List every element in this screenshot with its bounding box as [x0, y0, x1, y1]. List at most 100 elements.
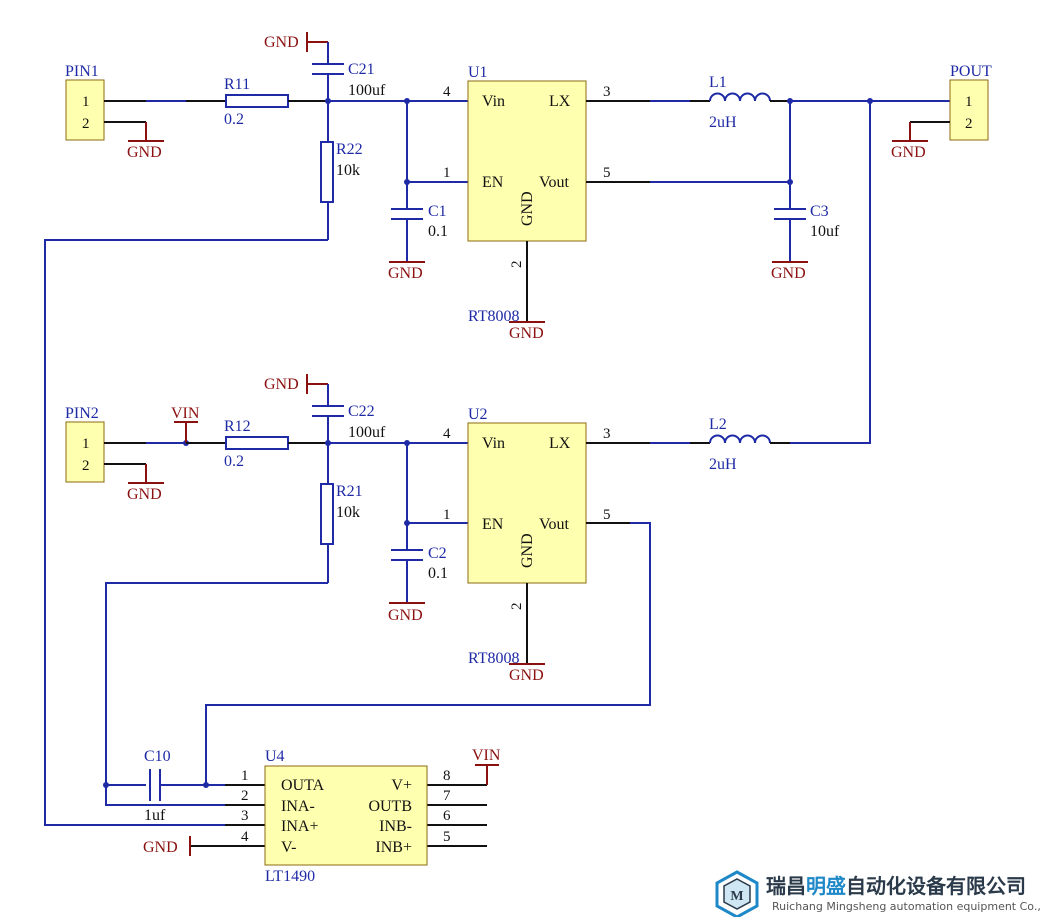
u1-vout: Vout	[539, 174, 569, 191]
l2-value: 2uH	[709, 456, 737, 473]
r11-ref: R11	[224, 76, 250, 93]
u2-part: RT8008	[468, 650, 519, 667]
company-logo: M 瑞昌明盛自动化设备有限公司 Ruichang Mingsheng autom…	[715, 870, 1045, 917]
u2-lx: LX	[549, 435, 571, 452]
svg-text:瑞昌明盛自动化设备有限公司: 瑞昌明盛自动化设备有限公司	[766, 874, 1026, 898]
u2-pin-en: 1	[443, 507, 451, 523]
c22-ref: C22	[348, 403, 375, 420]
inductor-l2	[709, 434, 771, 444]
c2-value: 0.1	[428, 565, 448, 582]
inductor-l1	[709, 92, 771, 102]
c21-ref: C21	[348, 61, 375, 78]
u4-pin-name-inb-plus: INB+	[375, 839, 412, 856]
gnd-label: GND	[509, 325, 544, 342]
c3-ref: C3	[810, 203, 829, 220]
u1-lx: LX	[549, 93, 571, 110]
u1-pin-lx: 3	[603, 84, 611, 100]
gnd-label: GND	[127, 144, 162, 161]
resistor-r11	[225, 94, 289, 108]
u2-vout: Vout	[539, 516, 569, 533]
r11-value: 0.2	[224, 111, 244, 128]
connector-pin2-num2: 2	[82, 458, 90, 474]
u4-pin-num-3: 3	[241, 808, 249, 824]
connector-pin1-num2: 2	[82, 116, 90, 132]
ground-symbol-pin2: GND	[127, 464, 164, 503]
u2-pin-lx: 3	[603, 426, 611, 442]
connector-pout-num2: 2	[965, 116, 973, 132]
r21-ref: R21	[336, 483, 363, 500]
gnd-label: GND	[509, 667, 544, 684]
c1-ref: C1	[428, 203, 447, 220]
u4-pin-name-ina-minus: INA-	[281, 798, 315, 815]
c2-ref: C2	[428, 545, 447, 562]
u4-pin-name-inb-minus: INB-	[379, 818, 412, 835]
ground-symbol-pout: GND	[891, 122, 928, 161]
ground-symbol-c3: GND	[771, 261, 808, 282]
gnd-label: GND	[264, 34, 299, 51]
vin-symbol-u4: VIN	[472, 747, 501, 785]
u2-gnd: GND	[519, 533, 536, 568]
u4-pin-name-ina-plus: INA+	[281, 818, 318, 835]
connector-pin1: PIN1 1 2	[65, 63, 105, 141]
connector-pout-num1: 1	[965, 94, 973, 110]
u2-pin-vout: 5	[603, 507, 611, 523]
u4-pin-name-outa: OUTA	[281, 777, 325, 794]
ground-symbol-u1: GND	[509, 321, 545, 342]
r21-value: 10k	[336, 504, 360, 521]
ground-symbol-pin1: GND	[127, 122, 164, 161]
gnd-label: GND	[127, 486, 162, 503]
connector-pout: POUT 1 2	[949, 63, 992, 141]
c3-value: 10uf	[810, 223, 840, 240]
u4-pin-num-2: 2	[241, 788, 249, 804]
ground-symbol-u4: GND	[143, 836, 191, 856]
ground-symbol-u2: GND	[509, 663, 545, 684]
connector-pin2-num1: 1	[82, 436, 90, 452]
c10-ref: C10	[144, 748, 171, 765]
c1-value: 0.1	[428, 223, 448, 240]
ground-symbol-c1: GND	[388, 261, 425, 282]
vin-label: VIN	[472, 747, 501, 764]
u4-pin-num-4: 4	[241, 829, 249, 845]
l1-ref: L1	[709, 74, 727, 91]
logo-company-en: Ruichang Mingsheng automation equipment …	[772, 900, 1045, 913]
u4-pin-num-1: 1	[241, 768, 249, 784]
gnd-label: GND	[771, 265, 806, 282]
u1-pin-vin: 4	[443, 84, 451, 100]
ground-symbol-c2: GND	[388, 602, 425, 624]
gnd-label: GND	[891, 144, 926, 161]
u1-vin: Vin	[482, 93, 505, 110]
c10-value: 1uf	[144, 807, 166, 824]
u1-pin-gnd: 2	[509, 261, 525, 269]
vin-label: VIN	[171, 405, 200, 422]
u4-pin-num-5: 5	[443, 829, 451, 845]
u4-ref: U4	[265, 748, 285, 765]
gnd-label: GND	[264, 376, 299, 393]
u4-part: LT1490	[265, 868, 315, 885]
u1-pin-en: 1	[443, 165, 451, 181]
u4-pin-name-vminus: V-	[281, 839, 296, 856]
opamp-u4: U4 LT1490 OUTA INA- INA+ V- 1 2 3 4 V+ O…	[241, 748, 451, 885]
u2-pin-vin: 4	[443, 426, 451, 442]
r22-ref: R22	[336, 141, 363, 158]
u4-pin-num-6: 6	[443, 808, 451, 824]
l2-ref: L2	[709, 416, 727, 433]
connector-pout-label: POUT	[950, 63, 992, 80]
u2-en: EN	[482, 516, 504, 533]
connector-pin1-num1: 1	[82, 94, 90, 110]
u1-gnd: GND	[519, 191, 536, 226]
svg-text:M: M	[730, 889, 743, 904]
resistor-r12	[225, 436, 289, 450]
logo-company-cn-part1: 瑞昌	[766, 874, 806, 898]
r22-value: 10k	[336, 162, 360, 179]
r12-ref: R12	[224, 418, 251, 435]
logo-company-cn-part3: 自动化设备有限公司	[846, 874, 1026, 898]
connector-pin2: PIN2 1 2	[65, 405, 105, 483]
u1-part: RT8008	[468, 308, 519, 325]
l1-value: 2uH	[709, 114, 737, 131]
regulator-u1: U1 Vin LX EN Vout GND 4 1 3 5 2 RT8008	[443, 64, 611, 325]
connector-pin2-label: PIN2	[65, 405, 99, 422]
r12-value: 0.2	[224, 453, 244, 470]
regulator-u2: U2 Vin LX EN Vout GND 4 1 3 5 2 RT8008	[443, 406, 611, 667]
u2-vin: Vin	[482, 435, 505, 452]
connector-pin1-label: PIN1	[65, 63, 99, 80]
